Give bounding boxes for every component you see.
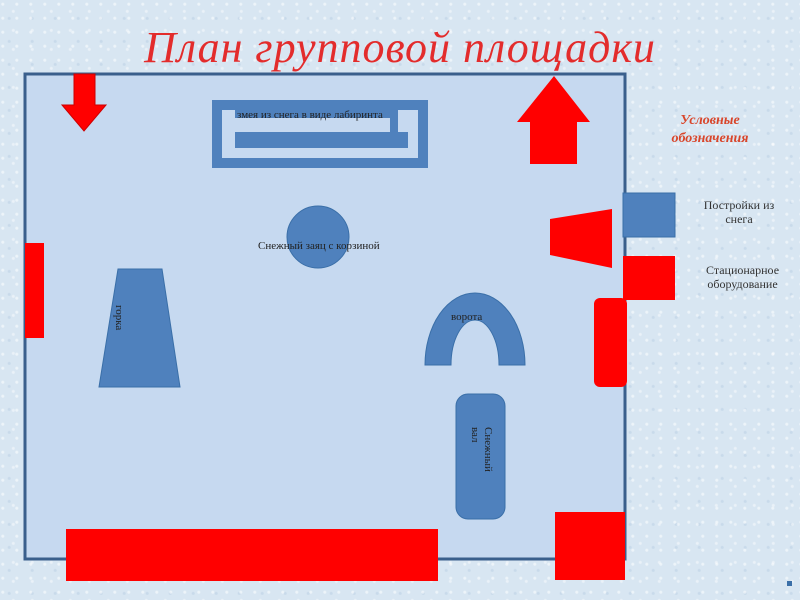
house-roof (517, 76, 590, 122)
legend-snow-buildings-label: Постройки из снега (703, 198, 775, 226)
slide-indicator-dot (787, 581, 792, 586)
gate-shape (424, 292, 526, 366)
right-bench (594, 298, 627, 387)
entrance-down-arrow (60, 73, 108, 132)
snow-wall-label: Снежный вал (469, 427, 494, 472)
legend-stationary-equipment-label: Стационарное оборудование (705, 263, 780, 291)
slide-shape (98, 268, 181, 388)
page-title: План групповой площадки (144, 23, 656, 72)
gate-label: ворота (451, 311, 483, 323)
bottom-bench (66, 529, 438, 581)
left-bench (25, 243, 44, 338)
snow-bunny-label: Снежный заяц с корзиной (258, 240, 380, 252)
snow-wall-shape (455, 393, 506, 520)
equipment-trapezoid (550, 209, 612, 268)
legend-title: Условные обозначения (671, 113, 749, 146)
legend-snow-building-swatch (622, 192, 676, 238)
snake-maze-shape (212, 100, 428, 168)
snake-maze-label: змея из снега в виде лабиринта (237, 109, 383, 121)
house-body (530, 122, 577, 164)
corner-equipment (555, 512, 625, 580)
slide-label: горка (113, 305, 125, 331)
snow-bunny-shape (286, 205, 350, 269)
legend-equipment-swatch (623, 256, 675, 300)
